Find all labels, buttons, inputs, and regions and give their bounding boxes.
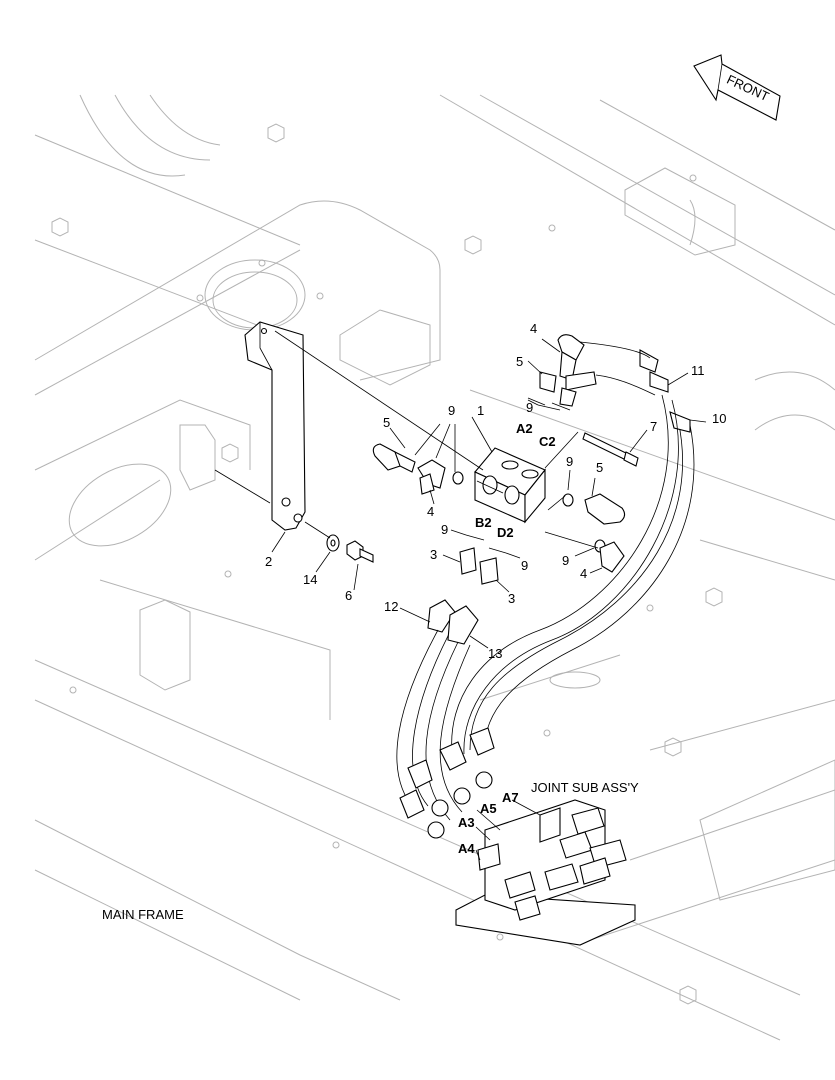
bolt-part-6	[346, 540, 374, 563]
label-part-11: 11	[691, 363, 705, 378]
hose-part-10	[469, 411, 695, 753]
label-part-6: 6	[345, 588, 352, 603]
front-direction-arrow: FRONT	[693, 54, 781, 121]
bolt-part-7	[582, 432, 639, 467]
main-frame-drawing	[34, 94, 835, 1041]
adapter-fittings-bottom	[459, 534, 507, 585]
label-part-14: 14	[303, 572, 317, 587]
label-part-9f: 9	[521, 558, 528, 573]
label-part-9e: 9	[441, 522, 448, 537]
valve-block-part-1	[474, 447, 546, 524]
port-label-b2: B2	[475, 515, 492, 530]
label-part-5a: 5	[383, 415, 390, 430]
hose-part-11	[451, 349, 679, 755]
elbow-fitting-left	[372, 443, 446, 495]
port-label-d2: D2	[497, 525, 514, 540]
label-part-5c: 5	[596, 460, 603, 475]
o-rings-left	[452, 471, 464, 485]
label-part-4b: 4	[530, 321, 537, 336]
label-part-10: 10	[712, 411, 726, 426]
elbow-fitting-right	[562, 493, 626, 573]
joint-sub-assembly	[455, 799, 636, 946]
label-part-7: 7	[650, 419, 657, 434]
label-part-4c: 4	[580, 566, 587, 581]
port-label-a4: A4	[458, 841, 475, 856]
label-part-1: 1	[477, 403, 484, 418]
elbow-fitting-top	[539, 334, 597, 407]
port-label-a7: A7	[502, 790, 519, 805]
label-part-3a: 3	[430, 547, 437, 562]
o-rings-top	[527, 397, 571, 411]
leader-lines	[214, 330, 707, 861]
hose-connector-lines	[579, 341, 656, 396]
port-label-a3: A3	[458, 815, 475, 830]
label-part-13: 13	[488, 646, 502, 661]
label-part-3b: 3	[508, 591, 515, 606]
label-part-5b: 5	[516, 354, 523, 369]
bracket-part-2	[244, 321, 306, 531]
label-part-12: 12	[384, 599, 398, 614]
label-part-9a: 9	[448, 403, 455, 418]
port-label-a5: A5	[480, 801, 497, 816]
label-part-9c: 9	[566, 454, 573, 469]
port-label-c2: C2	[539, 434, 556, 449]
port-label-a2: A2	[516, 421, 533, 436]
label-part-4a: 4	[427, 504, 434, 519]
main-frame-label: MAIN FRAME	[102, 907, 184, 922]
port-code-labels: A2 C2 B2 D2 A7 A5 A3 A4	[458, 421, 556, 856]
label-part-9d: 9	[562, 553, 569, 568]
hose-part-12	[396, 599, 456, 811]
label-part-9b: 9	[526, 400, 533, 415]
joint-sub-assy-label: JOINT SUB ASS'Y	[531, 780, 639, 795]
part-number-labels: 1 2 3 3 4 4 4 5 5 5 6 7 9 9 9 9 9 9 10 1…	[265, 321, 726, 661]
washer-part-14	[326, 534, 340, 552]
label-part-2: 2	[265, 554, 272, 569]
hose-end-fittings	[399, 727, 495, 839]
